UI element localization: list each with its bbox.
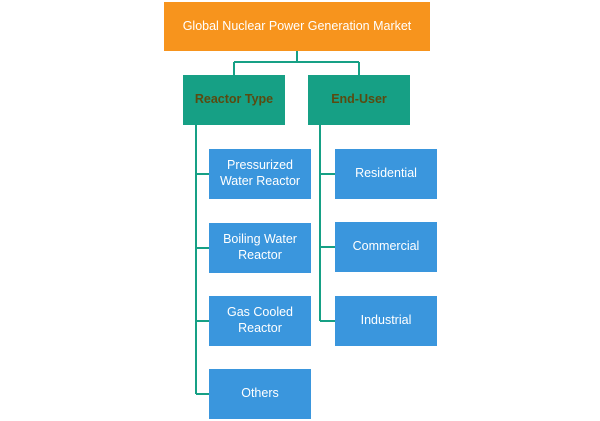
leaf-label: Pressurized Water Reactor [219,158,301,188]
category-label: Reactor Type [194,92,274,107]
leaf-residential: Residential [335,149,437,199]
leaf-label: Boiling Water Reactor [223,232,297,262]
leaf-gas-cooled-reactor: Gas Cooled Reactor [209,296,311,346]
leaf-industrial: Industrial [335,296,437,346]
category-reactor-type: Reactor Type [183,75,285,125]
leaf-label: Residential [355,166,417,181]
leaf-label: Commercial [352,239,420,254]
leaf-label: Others [241,386,279,401]
leaf-others: Others [209,369,311,419]
category-end-user: End-User [308,75,410,125]
root-node-label: Global Nuclear Power Generation Market [182,18,412,33]
leaf-boiling-water-reactor: Boiling Water Reactor [209,223,311,273]
category-label: End-User [331,92,387,107]
leaf-commercial: Commercial [335,222,437,272]
connector-root-to-categories [233,51,360,75]
root-node: Global Nuclear Power Generation Market [164,2,430,51]
connector-reactor-type-branch [195,125,209,395]
connector-end-user-branch [319,125,335,322]
leaf-label: Industrial [360,313,412,328]
leaf-pressurized-water-reactor: Pressurized Water Reactor [209,149,311,199]
leaf-label: Gas Cooled Reactor [226,305,293,335]
